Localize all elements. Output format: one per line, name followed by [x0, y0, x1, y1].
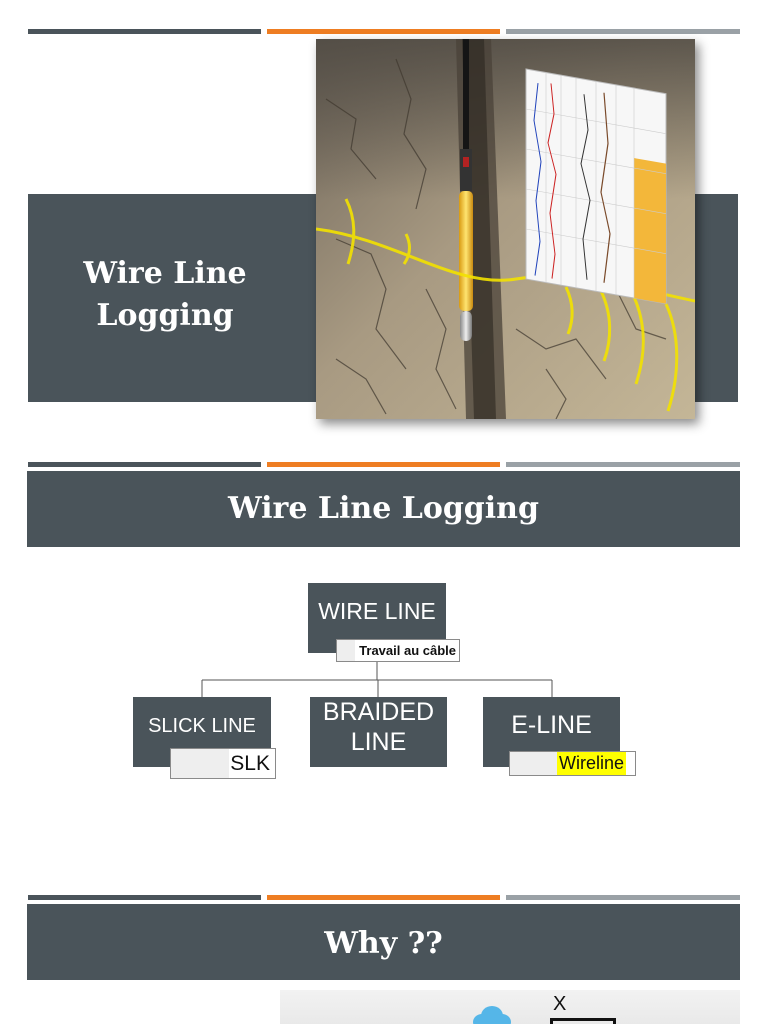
borehole-logging-image [316, 39, 695, 419]
slide2-top-rule [28, 462, 740, 467]
rule-segment-orange [267, 895, 500, 900]
node-label: BRAIDED LINE [322, 698, 435, 756]
rule-segment-orange [267, 462, 500, 467]
borehole-illustration [316, 39, 695, 419]
rule-segment-dark [28, 29, 261, 34]
diagram-node-braided-line: BRAIDED LINE [310, 697, 447, 767]
slide3-top-rule [28, 895, 740, 900]
tag-text: Travail au câble [359, 643, 456, 658]
rule-segment-orange [267, 29, 500, 34]
node-label: SLICK LINE [148, 715, 256, 737]
tag-fill [510, 752, 557, 775]
rule-segment-gray [506, 29, 740, 34]
tag-text: SLK [230, 752, 270, 775]
e-line-tag: Wireline [509, 751, 636, 776]
slide2-title: Wire Line Logging [228, 491, 539, 526]
node-label: WIRE LINE [318, 598, 436, 624]
node-label: E-LINE [511, 711, 592, 739]
tag-text-highlighted: Wireline [557, 752, 627, 775]
rule-segment-gray [506, 462, 740, 467]
slide3-title: Why ?? [324, 926, 443, 961]
cloud-icon [473, 1006, 511, 1024]
tag-fill [337, 640, 355, 661]
slide3-illustration: X [280, 990, 740, 1024]
slick-line-tag: SLK [170, 748, 276, 779]
slide2-title-bar [27, 471, 740, 547]
tag-fill [171, 749, 229, 778]
x-label: X [553, 993, 567, 1015]
slide3-title-bar [27, 904, 740, 980]
translation-tag: Travail au câble [336, 639, 460, 662]
rule-segment-gray [506, 895, 740, 900]
rule-segment-dark [28, 462, 261, 467]
slide1-title: Wire Line Logging [83, 256, 247, 333]
rule-segment-dark [28, 895, 261, 900]
bracket-shape [550, 1018, 616, 1024]
slide1-top-rule [28, 29, 740, 34]
